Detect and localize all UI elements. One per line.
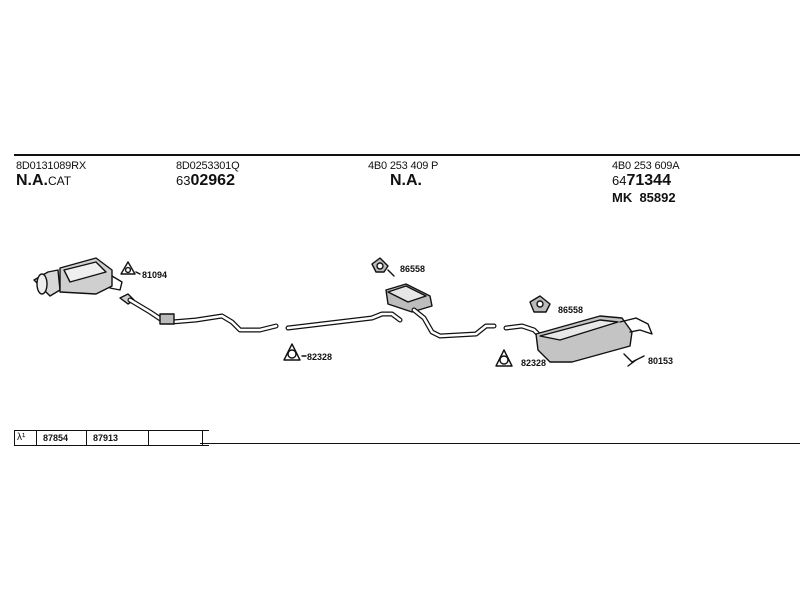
top-divider-line bbox=[14, 154, 800, 156]
intermediate-pipe-drawing bbox=[285, 311, 403, 331]
part-code-main: 71344 bbox=[626, 172, 671, 189]
part-code-main: 02962 bbox=[190, 172, 235, 189]
part-code-prefix: 63 bbox=[176, 173, 191, 188]
reference-table: λ¹ 87854 87913 bbox=[14, 430, 209, 446]
clamp-82328-a-drawing bbox=[283, 343, 301, 361]
part-block-catalytic: 8D0131089RX N.A.CAT bbox=[16, 160, 86, 190]
callout-86558-b: 86558 bbox=[558, 305, 584, 315]
part-status-middle-silencer: N.A. bbox=[390, 172, 422, 189]
part-block-middle-silencer: 4B0 253 409 P N.A. bbox=[368, 160, 438, 190]
part-code-rear-silencer: 6471344 bbox=[612, 172, 679, 190]
part-number-front-pipe: 8D0253301Q bbox=[176, 160, 240, 172]
reference-value-2: 87913 bbox=[86, 431, 148, 445]
callout-81094: 81094 bbox=[142, 270, 168, 280]
reference-value-1: 87854 bbox=[36, 431, 86, 445]
lambda-sensor-label: λ¹ bbox=[14, 431, 36, 445]
part-number-middle-silencer: 4B0 253 409 P bbox=[368, 160, 439, 172]
callout-82328-b: 82328 bbox=[521, 358, 547, 368]
part-block-rear-silencer: 4B0 253 609A 6471344 MK 85892 bbox=[612, 160, 680, 205]
part-number-catalytic: 8D0131089RX bbox=[16, 160, 86, 172]
hanger-86558-b-drawing bbox=[529, 295, 551, 313]
mk-reference: MK 85892 bbox=[612, 190, 679, 205]
part-code-prefix: 64 bbox=[612, 173, 627, 188]
callout-80153: 80153 bbox=[648, 356, 674, 366]
rear-silencer-drawing bbox=[503, 315, 653, 363]
bracket-80153-drawing bbox=[623, 353, 645, 367]
mk-value: 85892 bbox=[639, 190, 676, 205]
catalytic-converter-drawing bbox=[33, 257, 123, 297]
bottom-divider-line bbox=[200, 443, 800, 444]
hanger-86558-a-drawing bbox=[371, 257, 395, 277]
callout-86558-a: 86558 bbox=[400, 264, 426, 274]
part-number-rear-silencer: 4B0 253 609A bbox=[612, 160, 680, 172]
middle-silencer-drawing bbox=[385, 283, 497, 339]
clamp-81094-drawing bbox=[120, 261, 136, 275]
part-status-catalytic: N.A.CAT bbox=[16, 172, 86, 190]
part-code-front-pipe: 6302962 bbox=[176, 172, 239, 190]
callout-82328-a: 82328 bbox=[307, 352, 333, 362]
reference-empty-cell bbox=[148, 431, 202, 445]
clamp-82328-b-drawing bbox=[495, 349, 513, 367]
part-block-front-pipe: 8D0253301Q 6302962 bbox=[176, 160, 240, 190]
reference-table-end bbox=[202, 431, 209, 445]
part-status-suffix: CAT bbox=[48, 174, 72, 188]
mk-label: MK bbox=[612, 190, 633, 205]
front-pipe-drawing bbox=[119, 293, 279, 333]
part-status-text: N.A. bbox=[16, 172, 48, 189]
